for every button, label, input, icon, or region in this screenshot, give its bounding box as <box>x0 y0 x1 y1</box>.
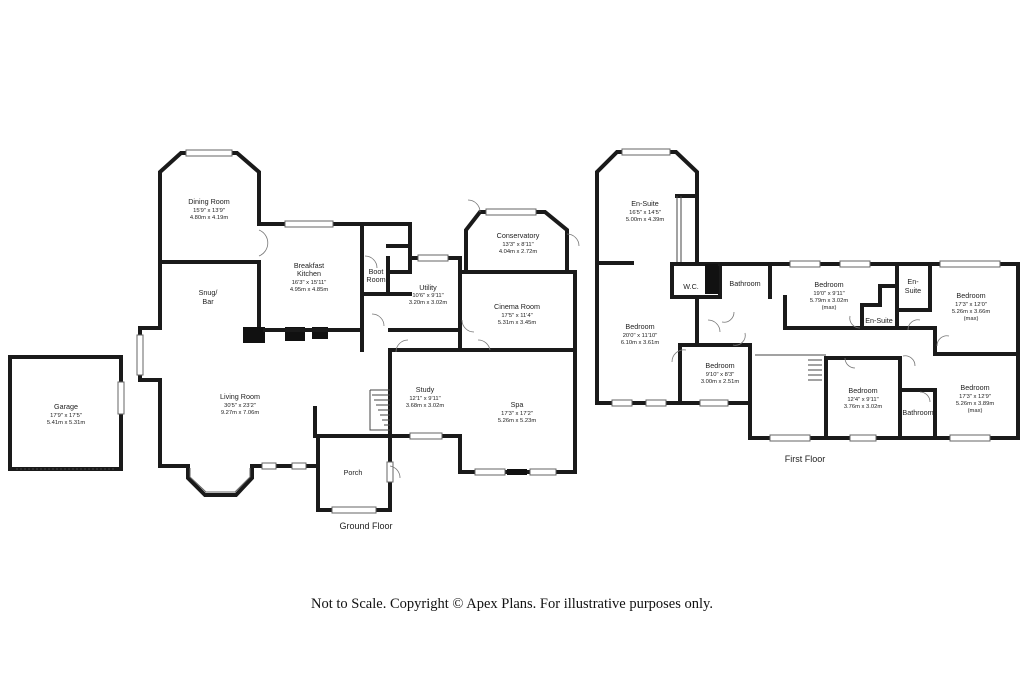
room-dim-metric: 4.80m x 4.19m <box>190 215 229 221</box>
room-dim-imperial: 16'3" x 15'11" <box>292 280 327 286</box>
room-dim-metric: 4.04m x 2.72m <box>499 249 538 255</box>
room-dim-note: (max) <box>822 305 837 311</box>
room-dim-imperial: 13'3" x 8'11" <box>502 242 533 248</box>
room-dim-imperial: 12'4" x 9'11" <box>847 397 878 403</box>
room-dim-metric: 3.00m x 2.51m <box>701 379 740 385</box>
room-dim-imperial: 16'5" x 14'5" <box>629 210 661 216</box>
room-dim-imperial: 20'0" x 11'10" <box>623 333 658 339</box>
room-dim-imperial: 10'6" x 9'11" <box>412 293 443 299</box>
bedroom-right-top-label: Bedroom 17'3" x 12'0" 5.26m x 3.66m (max… <box>952 291 991 322</box>
room-name-line2: Room <box>366 275 385 284</box>
dining-room-label: Dining Room 15'9" x 13'9" 4.80m x 4.19m <box>188 197 230 221</box>
room-dim-metric: 5.26m x 3.66m <box>952 309 991 315</box>
cinema-room-label: Cinema Room 17'5" x 11'4" 5.31m x 3.45m <box>494 302 540 326</box>
conservatory-label: Conservatory 13'3" x 8'11" 4.04m x 2.72m <box>497 231 540 255</box>
utility-label: Utility 10'6" x 9'11" 3.20m x 3.02m <box>409 283 448 306</box>
room-name: Bedroom <box>625 322 654 331</box>
study-label: Study 12'1" x 9'11" 3.68m x 3.02m <box>406 385 445 409</box>
room-dim-imperial: 17'3" x 12'0" <box>955 302 987 308</box>
room-dim-imperial: 17'3" x 17'2" <box>501 411 533 417</box>
room-name: Conservatory <box>497 231 540 240</box>
room-name: Living Room <box>220 392 260 401</box>
garage-label: Garage 17'9" x 17'5" 5.41m x 5.31m <box>47 402 86 426</box>
room-name: Utility <box>419 283 437 292</box>
room-dim-metric: 3.68m x 3.02m <box>406 403 445 409</box>
room-dim-metric: 3.76m x 3.02m <box>844 404 883 410</box>
room-dim-imperial: 30'5" x 23'2" <box>224 403 256 409</box>
room-dim-imperial: 12'1" x 9'11" <box>409 396 440 402</box>
room-name-line1: En- <box>907 277 919 286</box>
room-name: Dining Room <box>188 197 230 206</box>
room-dim-metric: 6.10m x 3.61m <box>621 340 660 346</box>
room-name: W.C. <box>683 282 699 291</box>
bedroom-lower-right-label: Bedroom 17'3" x 12'9" 5.26m x 3.89m (max… <box>956 383 995 414</box>
room-name: En-Suite <box>865 316 893 325</box>
room-name: En-Suite <box>631 199 659 208</box>
copyright-disclaimer: Not to Scale. Copyright © Apex Plans. Fo… <box>311 596 713 612</box>
ensuite-right-label: En- Suite <box>905 277 921 295</box>
room-name-line2: Kitchen <box>297 269 321 278</box>
bedroom-lower-mid-label: Bedroom 12'4" x 9'11" 3.76m x 3.02m <box>844 386 883 410</box>
room-name: Bedroom <box>848 386 877 395</box>
bathroom-low-label: Bathroom <box>902 408 933 417</box>
bedroom-main-label: Bedroom 20'0" x 11'10" 6.10m x 3.61m <box>621 322 660 346</box>
room-name: Garage <box>54 402 78 411</box>
room-dim-metric: 5.41m x 5.31m <box>47 420 86 426</box>
ensuite-mid-label: En-Suite <box>865 316 893 325</box>
room-name-line1: Snug/ <box>199 288 218 297</box>
room-name-line1: Breakfast <box>294 261 324 270</box>
room-dim-metric: 4.95m x 4.85m <box>290 287 329 293</box>
room-dim-imperial: 19'0" x 9'11" <box>813 291 844 297</box>
room-name: Bathroom <box>902 408 933 417</box>
room-name-line2: Bar <box>202 297 214 306</box>
room-name: Bedroom <box>956 291 985 300</box>
room-name: Study <box>416 385 435 394</box>
door-swings <box>258 229 950 479</box>
first-floor-walls <box>595 148 1020 442</box>
bedroom-mid-top-label: Bedroom 19'0" x 9'11" 5.79m x 3.02m (max… <box>810 280 849 311</box>
room-dim-metric: 5.31m x 3.45m <box>498 320 537 326</box>
room-dim-metric: 5.00m x 4.39m <box>626 217 665 223</box>
bedroom-small-label: Bedroom 9'10" x 8'3" 3.00m x 2.51m <box>701 361 740 385</box>
room-dim-imperial: 17'5" x 11'4" <box>501 313 532 319</box>
room-name: Bedroom <box>960 383 989 392</box>
room-name: Porch <box>344 468 363 477</box>
room-dim-metric: 5.26m x 3.89m <box>956 401 995 407</box>
living-room-label: Living Room 30'5" x 23'2" 9.27m x 7.06m <box>220 392 260 416</box>
room-dim-metric: 3.20m x 3.02m <box>409 300 448 306</box>
room-dim-imperial: 15'9" x 13'9" <box>193 208 225 214</box>
ground-floor-title: Ground Floor <box>339 521 392 531</box>
garage-walls <box>8 355 125 471</box>
room-name: Spa <box>511 400 524 409</box>
room-name: Cinema Room <box>494 302 540 311</box>
wc-label: W.C. <box>683 282 699 291</box>
room-name: Bedroom <box>814 280 843 289</box>
bathroom-top-label: Bathroom <box>729 279 760 288</box>
porch-label: Porch <box>344 468 363 477</box>
room-dim-note: (max) <box>968 408 983 414</box>
room-dim-metric: 9.27m x 7.06m <box>221 410 260 416</box>
room-dim-imperial: 17'3" x 12'9" <box>959 394 991 400</box>
room-name-line2: Suite <box>905 286 921 295</box>
ground-floor-walls <box>136 149 580 514</box>
snug-bar-label: Snug/ Bar <box>199 288 218 306</box>
room-name: Bedroom <box>705 361 734 370</box>
ensuite-main-label: En-Suite 16'5" x 14'5" 5.00m x 4.39m <box>626 199 665 223</box>
room-dim-note: (max) <box>964 316 979 322</box>
first-floor-title: First Floor <box>785 454 826 464</box>
kitchen-label: Breakfast Kitchen 16'3" x 15'11" 4.95m x… <box>290 261 329 293</box>
room-dim-imperial: 17'9" x 17'5" <box>50 413 82 419</box>
boot-room-label: Boot Room <box>366 267 385 284</box>
room-dim-imperial: 9'10" x 8'3" <box>706 372 735 378</box>
room-name: Bathroom <box>729 279 760 288</box>
room-dim-metric: 5.79m x 3.02m <box>810 298 849 304</box>
room-dim-metric: 5.26m x 5.23m <box>498 418 537 424</box>
room-name-line1: Boot <box>369 267 384 276</box>
spa-label: Spa 17'3" x 17'2" 5.26m x 5.23m <box>498 400 537 424</box>
